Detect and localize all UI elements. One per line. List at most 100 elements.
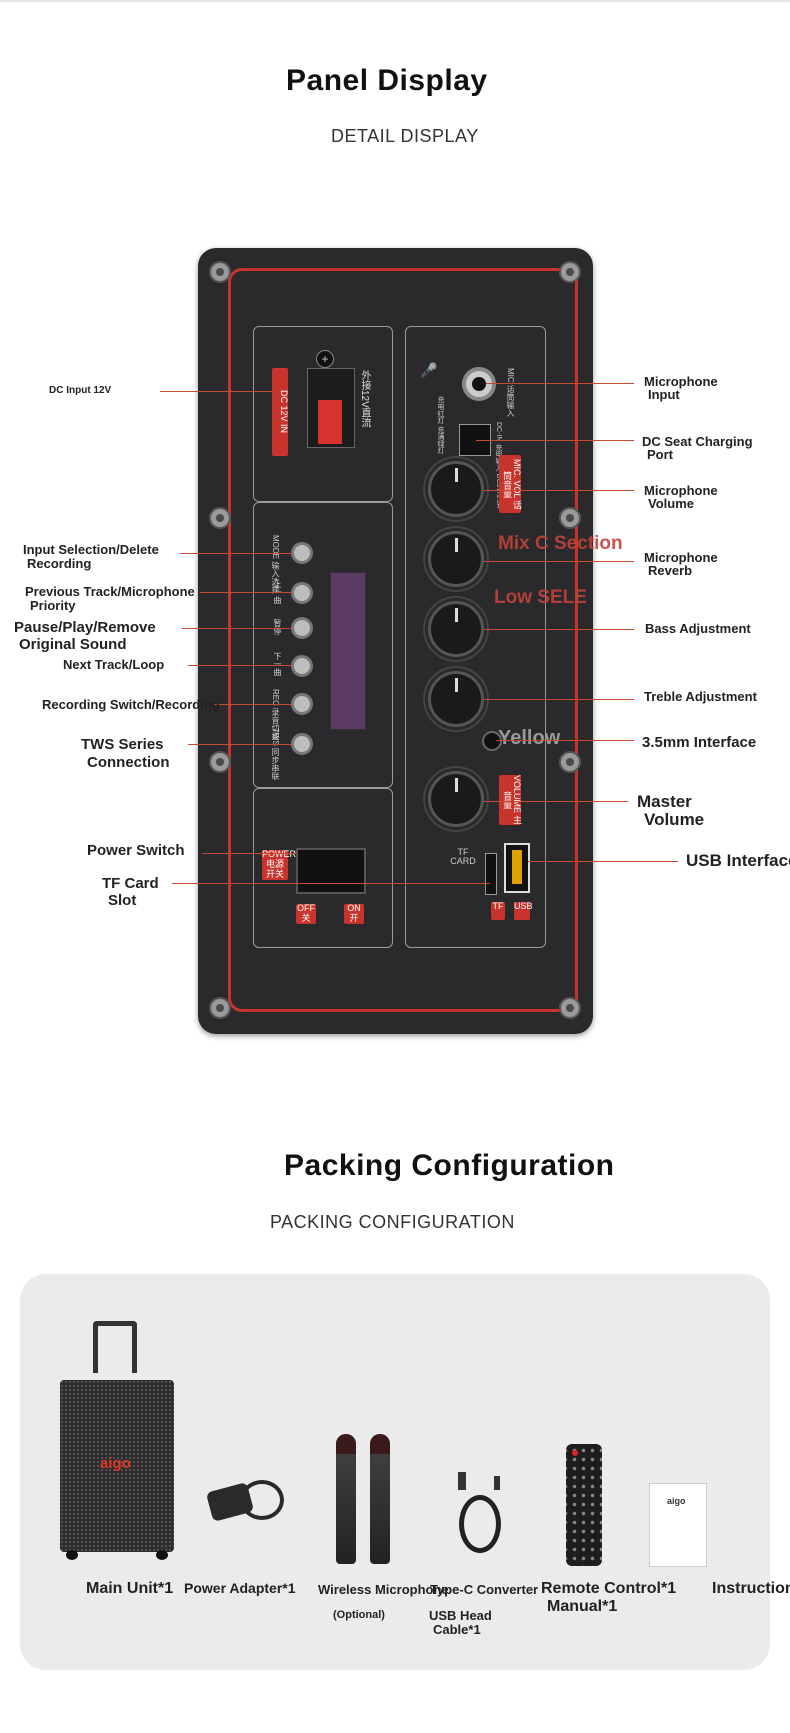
- label-dc-seat-2: Port: [647, 447, 673, 462]
- label-power-switch: Power Switch: [87, 842, 185, 859]
- button-section: [253, 502, 393, 788]
- microphone-icon: 🎤: [420, 362, 438, 378]
- panel-section-subtitle: DETAIL DISPLAY: [331, 126, 479, 146]
- next-button[interactable]: [291, 655, 313, 677]
- callout-line: [484, 629, 634, 630]
- item-wireless-mic: Wireless Microphone: [318, 1582, 449, 1597]
- screw-icon: [209, 507, 231, 529]
- label-pause-play-2: Original Sound: [19, 636, 127, 653]
- usb-cable-image: [459, 1495, 501, 1553]
- item-optional: (Optional): [333, 1609, 385, 1621]
- mic-head: [336, 1434, 356, 1454]
- screw-icon: [559, 261, 581, 283]
- screw-icon: [209, 751, 231, 773]
- item-usb-head-2: Cable*1: [433, 1622, 481, 1637]
- tf-card-slot[interactable]: [485, 853, 497, 895]
- panel-red-frame: [228, 268, 578, 1012]
- label-aux: 3.5mm Interface: [642, 734, 757, 751]
- led-display: [330, 572, 366, 730]
- wireless-mic-image: [336, 1434, 356, 1564]
- tf-tag: TF: [491, 901, 505, 920]
- label-mic-reverb-2: Reverb: [648, 563, 693, 578]
- label-tws-2: Connection: [87, 754, 170, 771]
- label-bass: Bass Adjustment: [645, 621, 751, 636]
- screw-icon: [559, 751, 581, 773]
- remote-power-button: [572, 1450, 578, 1456]
- label-tws-1: TWS Series: [81, 736, 164, 753]
- bass-knob[interactable]: [428, 601, 484, 657]
- aux-jack[interactable]: [482, 731, 502, 751]
- wireless-mic-image: [370, 1434, 390, 1564]
- main-unit-image: [60, 1380, 174, 1552]
- mic-head: [370, 1434, 390, 1454]
- callout-line: [484, 699, 634, 700]
- panel-section-title: Panel Display: [286, 64, 488, 97]
- label-mic-volume-1: Microphone: [644, 483, 718, 498]
- previous-button[interactable]: [291, 582, 313, 604]
- item-power-adapter: Power Adapter*1: [184, 1580, 296, 1596]
- rec-button[interactable]: [291, 693, 313, 715]
- label-treble: Treble Adjustment: [644, 689, 757, 704]
- power-section: [253, 788, 393, 948]
- instruction-manual-image: [649, 1483, 707, 1567]
- mic-reverb-knob[interactable]: [428, 531, 484, 587]
- item-main-unit: Main Unit*1: [86, 1580, 174, 1597]
- screw-icon: [559, 507, 581, 529]
- label-dc-input: DC Input 12V: [49, 385, 112, 396]
- dc-terminal-red-clip[interactable]: [318, 400, 342, 444]
- mic-volume-knob[interactable]: [428, 461, 484, 517]
- callout-line: [496, 740, 634, 741]
- wheel-icon: [156, 1550, 168, 1560]
- top-divider: [0, 0, 790, 2]
- manual-brand: aigo: [667, 1496, 686, 1506]
- callout-line: [484, 801, 628, 802]
- play-text: 暂停: [273, 619, 282, 635]
- item-remote: Remote Control*1: [541, 1580, 677, 1597]
- remote-control-image: [566, 1444, 602, 1566]
- yellow-text: Yellow: [498, 727, 561, 749]
- main-unit-brand: aigo: [100, 1455, 131, 1472]
- label-mic-input-2: Input: [648, 387, 680, 402]
- label-previous-track-1: Previous Track/Microphone: [25, 584, 195, 599]
- callout-line: [528, 861, 678, 862]
- power-switch[interactable]: [296, 848, 366, 894]
- master-volume-knob[interactable]: [428, 771, 484, 827]
- charge-note-text: 充电红灯 充满绿灯: [437, 396, 444, 454]
- off-tag: OFF 关: [296, 903, 316, 924]
- tws-text: TWS 同步串联: [271, 728, 280, 780]
- wheel-icon: [66, 1550, 78, 1560]
- callout-line: [188, 665, 292, 666]
- callout-line: [476, 440, 634, 441]
- rec-text: REC 录音切换: [271, 689, 280, 741]
- mic-jack-hole: [472, 377, 486, 391]
- on-tag: ON 开: [344, 903, 364, 924]
- screw-icon: [559, 997, 581, 1019]
- mic-vol-tag: MIC. VOL 话筒音量: [499, 455, 522, 513]
- label-recording-switch: Recording Switch/Recording: [42, 697, 220, 712]
- plus-icon: +: [316, 350, 334, 368]
- usb-port-insert: [512, 850, 522, 884]
- screw-icon: [209, 261, 231, 283]
- tws-button[interactable]: [291, 733, 313, 755]
- mode-button[interactable]: [291, 542, 313, 564]
- label-previous-track-2: Priority: [30, 598, 76, 613]
- label-usb: USB Interface: [686, 852, 790, 870]
- label-input-selection-1: Input Selection/Delete: [23, 542, 159, 557]
- packing-section-subtitle: PACKING CONFIGURATION: [270, 1212, 515, 1232]
- ext-12v-text: 外接12V直流: [359, 370, 370, 428]
- play-pause-button[interactable]: [291, 617, 313, 639]
- label-pause-play-1: Pause/Play/Remove: [14, 619, 156, 636]
- item-typec: Type-C Converter: [430, 1582, 539, 1597]
- power-tag: POWER 电源开关: [262, 849, 297, 880]
- treble-knob[interactable]: [428, 671, 484, 727]
- callout-line: [486, 383, 634, 384]
- callout-line: [188, 744, 292, 745]
- dc-12v-tag: DC 12V IN: [272, 368, 289, 456]
- mix-c-section-text: Mix C Section: [498, 533, 623, 554]
- callout-line: [214, 704, 292, 705]
- label-input-selection-2: Recording: [27, 556, 92, 571]
- item-usb-head-1: USB Head: [429, 1608, 492, 1623]
- label-master-2: Volume: [644, 810, 705, 829]
- usb-tag: USB: [514, 901, 533, 920]
- mode-text: MODE 输入选择: [271, 535, 280, 594]
